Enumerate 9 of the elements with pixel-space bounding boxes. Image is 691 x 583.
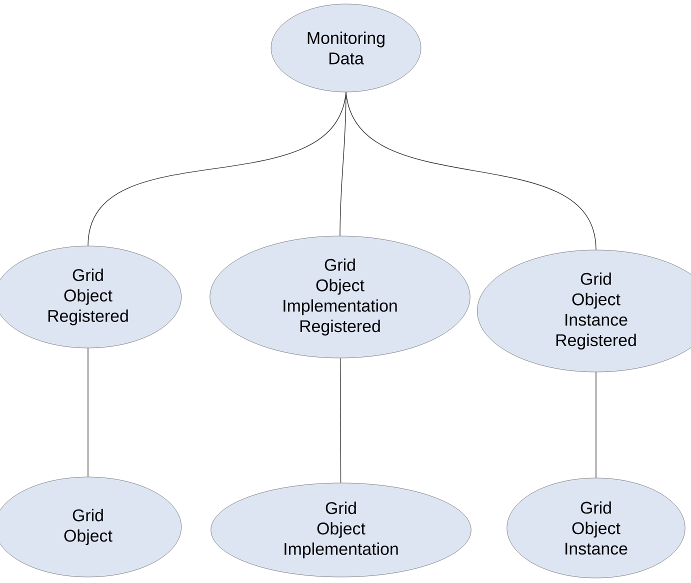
ellipse-node: Grid Object Implementation Registered (210, 236, 470, 358)
connector-line (340, 358, 342, 484)
ellipse-node: Grid Object Instance Registered (477, 250, 691, 372)
connector-line (340, 92, 346, 236)
ellipse-node: Grid Object Implementation (210, 482, 472, 578)
connector-line (346, 92, 596, 250)
ellipse-node: Monitoring Data (270, 4, 422, 92)
ellipse-node: Grid Object (0, 476, 182, 578)
ellipse-node: Grid Object Instance (506, 478, 686, 578)
